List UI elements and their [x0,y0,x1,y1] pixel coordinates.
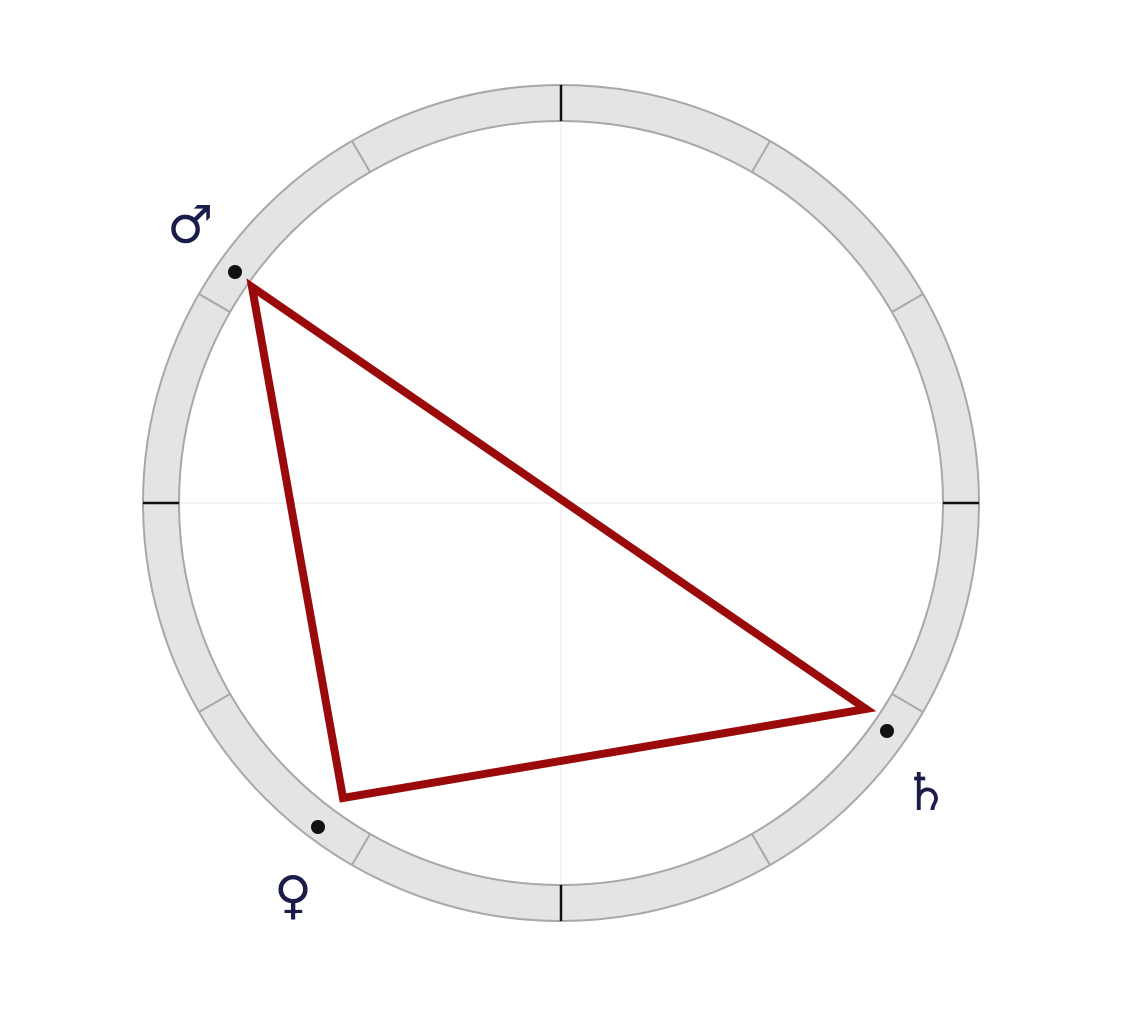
ring-divider [891,693,924,713]
ring-divider [751,833,771,866]
saturn-icon: ♄ [903,762,950,823]
ring-divider [198,293,231,313]
ring-divider [198,693,231,713]
ring-divider [891,293,924,313]
ring-divider [351,833,371,866]
ring-divider [351,140,371,173]
zodiac-ring [142,84,980,922]
mars-position-dot [228,265,242,279]
mars-icon: ♂ [167,195,214,256]
ring-divider [751,140,771,173]
venus-position-dot [311,820,325,834]
planet-marker-venus: ♀ [274,820,325,926]
planet-marker-saturn: ♄ [880,724,949,823]
planet-marker-mars: ♂ [167,195,242,279]
zodiac-ring-dividers [198,140,924,866]
venus-icon: ♀ [274,865,312,926]
saturn-position-dot [880,724,894,738]
aspect-triangle [246,278,877,803]
cardinal-ticks [143,85,979,921]
